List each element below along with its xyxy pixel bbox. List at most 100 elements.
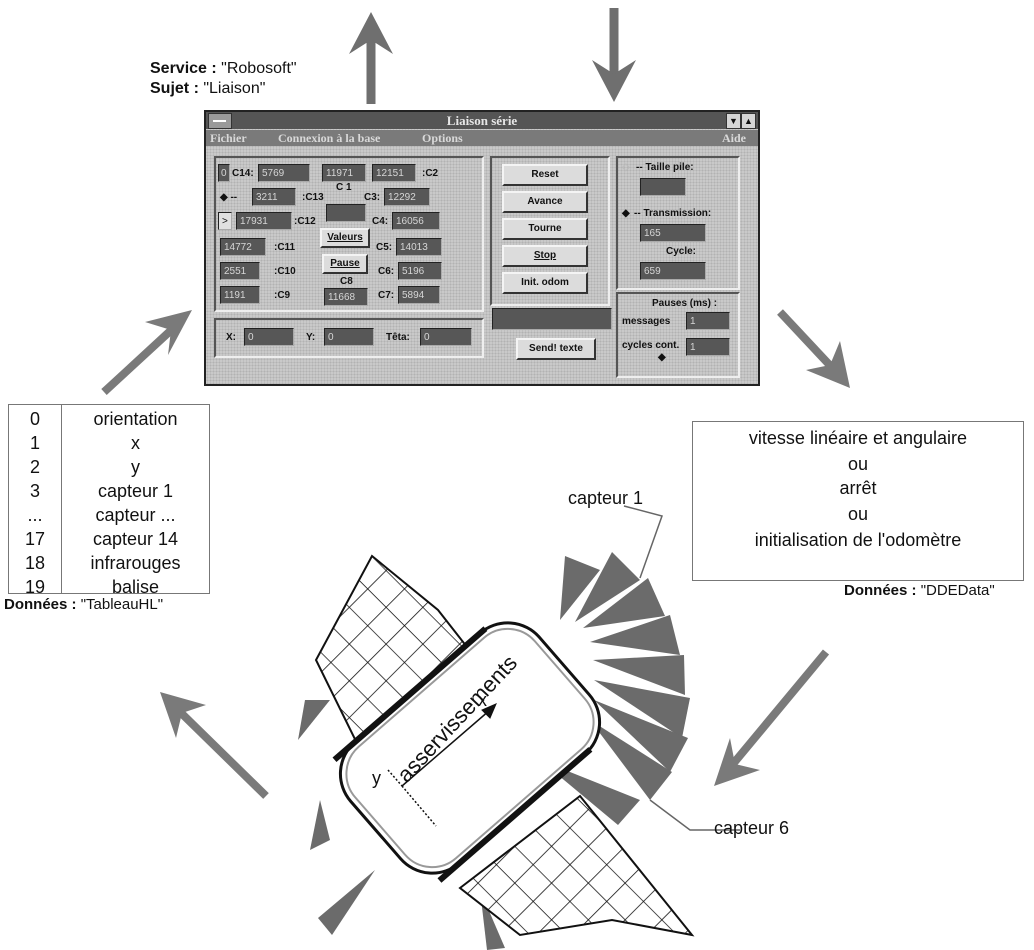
label-c13: :C13 (302, 192, 324, 203)
command-line: initialisation de l'odomètre (754, 530, 962, 550)
menu-aide[interactable]: Aide (722, 131, 746, 145)
sujet-key: Sujet : (150, 80, 199, 97)
cycle-field: 659 (640, 262, 706, 280)
sensor-c6: 5196 (398, 262, 442, 280)
minimize-icon[interactable]: ▼ (726, 113, 741, 129)
label-c5: C5: (376, 242, 393, 253)
sensor-c12: 17931 (236, 212, 292, 230)
sensor-c7: 5894 (398, 286, 440, 304)
messages-label: messages (622, 316, 671, 327)
label-c4: C4: (372, 216, 389, 227)
row-value: capteur ... (95, 505, 176, 525)
label-y: Y: (306, 332, 316, 343)
radio-icon-3[interactable]: ◆ (622, 208, 630, 219)
sensor-c9: 1191 (220, 286, 260, 304)
liaison-window: Liaison série ▼ ▲ Fichier Connexion à la… (204, 110, 760, 386)
service-key: Service : (150, 60, 217, 77)
commands-key: Données : (844, 582, 917, 599)
table-row: ... capteur ... (9, 505, 209, 527)
table-row: 19 balise (9, 577, 209, 599)
label-x: X: (226, 332, 236, 343)
avance-button[interactable]: Avance (502, 191, 588, 213)
row-index: 1 (29, 433, 40, 453)
robot-body (332, 621, 602, 883)
sensor-c2: 12151 (372, 164, 416, 182)
label-c1: C 1 (336, 182, 352, 193)
sensor-c1a: 11971 (322, 164, 366, 182)
label-teta: Têta: (386, 332, 410, 343)
command-line: ou (847, 454, 869, 474)
sensor-wedges (298, 552, 690, 950)
pauses-title: Pauses (ms) : (652, 298, 718, 309)
arrow-down-top (592, 8, 636, 102)
arrow-to-table (160, 692, 269, 799)
row-value: balise (111, 577, 160, 597)
label-c3: C3: (364, 192, 381, 203)
axis-y-label: y (372, 768, 381, 788)
command-panel: Reset Avance Tourne Stop Init. odom (490, 156, 610, 306)
reset-button[interactable]: Reset (502, 164, 588, 186)
cycle-label: Cycle: (666, 246, 697, 257)
capteur-6-label: capteur 6 (714, 818, 790, 838)
command-line: ou (847, 504, 869, 524)
menu-fichier[interactable]: Fichier (210, 131, 247, 145)
text-input[interactable] (492, 308, 612, 330)
row-index: 3 (29, 481, 40, 501)
tourne-button[interactable]: Tourne (502, 218, 588, 240)
arrow-from-window (777, 309, 850, 388)
pos-teta-field: 0 (420, 328, 472, 346)
label-c7: C7: (378, 290, 395, 301)
stats-panel: ◇ -- Taille pile: ◆ -- Transmission: 165… (616, 156, 740, 290)
arrow-box[interactable]: > (218, 212, 232, 230)
radio-icon-4[interactable]: ◆ (658, 352, 666, 363)
sensor-c5: 14013 (396, 238, 442, 256)
init-odom-button[interactable]: Init. odom (502, 272, 588, 294)
cycles-field[interactable]: 1 (686, 338, 730, 356)
label-c14: C14: (232, 168, 254, 179)
capteur-1-label: capteur 1 (568, 488, 644, 508)
valeurs-button[interactable]: Valeurs (320, 228, 370, 248)
sujet-label: Sujet : "Liaison" (150, 80, 265, 98)
taille-pile-label: -- Taille pile: (636, 162, 694, 173)
row-value: capteur 14 (92, 529, 179, 549)
axis-x-label: x (478, 690, 487, 710)
menu-bar: Fichier Connexion à la base Options Aide (206, 130, 758, 146)
cone-rear (458, 794, 695, 937)
taille-pile-field (640, 178, 686, 196)
command-line: vitesse linéaire et angulaire (748, 428, 968, 448)
commands-data-label: Données : "DDEData" (844, 582, 995, 599)
menu-options[interactable]: Options (422, 131, 463, 145)
row-value: x (131, 433, 140, 453)
row-index: 0 (29, 409, 40, 429)
label-c2: :C2 (422, 168, 439, 179)
maximize-icon[interactable]: ▲ (741, 113, 756, 129)
sensor-c10: 2551 (220, 262, 260, 280)
row-index: 19 (24, 577, 46, 597)
sensor-c13: 3211 (252, 188, 296, 206)
system-menu-icon[interactable] (208, 113, 232, 129)
send-text-button[interactable]: Send! texte (516, 338, 596, 360)
stop-button[interactable]: Stop (502, 245, 588, 267)
tableau-value: "TableauHL" (80, 596, 164, 613)
menu-connexion[interactable]: Connexion à la base (278, 131, 381, 145)
transmission-field: 165 (640, 224, 706, 242)
transmission-label: -- Transmission: (634, 208, 712, 219)
messages-field[interactable]: 1 (686, 312, 730, 330)
sensor-c1b (326, 204, 366, 222)
sensor-c3: 12292 (384, 188, 430, 206)
cycles-label: cycles cont. (622, 340, 680, 351)
row-index: ... (27, 505, 43, 525)
sensor-c8: 11668 (324, 288, 368, 306)
radio-icon-1[interactable]: ◆ -- (220, 192, 238, 203)
commands-box: vitesse linéaire et angulaire ou arrêt o… (692, 421, 1024, 581)
radio-icon-2[interactable]: ◇ (622, 162, 630, 173)
command-line: arrêt (839, 478, 877, 498)
pause-button[interactable]: Pause (322, 254, 368, 274)
label-c11: :C11 (274, 242, 296, 253)
